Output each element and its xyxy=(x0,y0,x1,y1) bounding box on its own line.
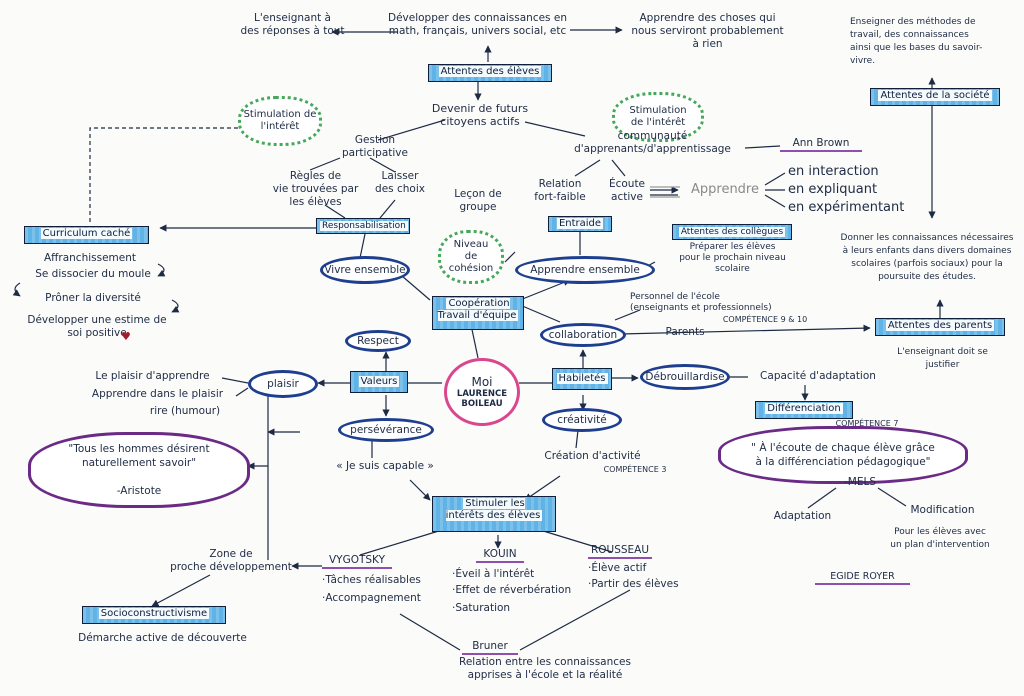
box-stimuler-interets: Stimuler les intérêts des élèves xyxy=(432,496,556,532)
box-entraide: Entraide xyxy=(548,216,612,232)
note-creation-activite: Création d'activité xyxy=(544,450,641,462)
kouin-item-2: ·Effet de réverbération xyxy=(452,584,572,596)
box-attentes-collegues: Attentes des collègues xyxy=(672,224,792,240)
rousseau-item-1: ·Élève actif xyxy=(588,562,647,574)
name-bruner: Bruner xyxy=(462,640,518,655)
vygotsky-item-2: ·Accompagnement xyxy=(322,592,421,604)
curr-item-2: Se dissocier du moule xyxy=(35,268,151,280)
oval-vivre-ensemble: Vivre ensemble xyxy=(320,256,410,284)
note-lecon-groupe: Leçon de groupe xyxy=(454,188,502,213)
curr-item-4: Développer une estime de soi positive xyxy=(27,314,167,339)
note-futurs-citoyens: Devenir de futurs citoyens actifs xyxy=(431,102,529,128)
note-relation-fort-faible: Relation fort-faible xyxy=(534,178,586,203)
heart-icon: ♥ xyxy=(121,330,131,343)
box-curriculum-cache: Curriculum caché xyxy=(24,226,149,244)
note-adaptation: Adaptation xyxy=(773,510,832,522)
rousseau-item-2: ·Partir des élèves xyxy=(588,578,679,590)
cloud-mels-quote: " À l'écoute de chaque élève grâce à la … xyxy=(718,426,968,484)
name-egide-royer: EGIDE ROYER xyxy=(815,570,910,585)
plaisir-item-3: rire (humour) xyxy=(149,405,221,417)
cloud-cohesion: Niveau de cohésion xyxy=(438,230,504,284)
box-attentes-societe: Attentes de la société xyxy=(870,88,1000,106)
note-demarche-active: Démarche active de découverte xyxy=(78,632,247,644)
note-competence-3: COMPÉTENCE 3 xyxy=(603,465,667,474)
note-en-experimentant: en expérimentant xyxy=(788,200,905,215)
note-relation-connaissances: Relation entre les connaissances apprise… xyxy=(459,656,631,681)
center-name-first: LAURENCE xyxy=(456,389,508,399)
plaisir-item-1: Le plaisir d'apprendre xyxy=(95,370,210,382)
note-preparer-eleves: Préparer les élèves pour le prochain niv… xyxy=(679,242,786,274)
note-enseignant-justifier: L'enseignant doit se justifier xyxy=(897,347,988,370)
box-attentes-parents: Attentes des parents xyxy=(875,318,1005,336)
note-gestion: Gestion participative xyxy=(342,134,408,159)
box-responsabilisation: Responsabilisation xyxy=(316,218,410,234)
center-moi: Moi LAURENCE BOILEAU xyxy=(444,358,520,426)
note-apprendre-choses: Apprendre des choses qui nous serviront … xyxy=(631,12,784,50)
curr-item-1: Affranchissement xyxy=(43,252,137,264)
box-socioconstructivisme: Socioconstructivisme xyxy=(82,606,226,624)
cloud-aristote-quote: "Tous les hommes désirent naturellement … xyxy=(28,432,250,508)
vygotsky-item-1: ·Tâches réalisables xyxy=(322,574,421,586)
note-developper-connaissances: Développer des connaissances en math, fr… xyxy=(388,12,567,37)
note-parents: Parents xyxy=(665,326,705,338)
name-kouin: KOUIN xyxy=(476,548,524,563)
name-rousseau: ROUSSEAU xyxy=(588,544,652,559)
cloud-stimulation-right: Stimulation de l'intérêt xyxy=(612,92,704,142)
note-competence-7: COMPÉTENCE 7 xyxy=(835,419,899,428)
box-habiletes: Habiletés xyxy=(552,368,612,390)
note-en-interaction: en interaction xyxy=(788,164,879,179)
name-ann-brown: Ann Brown xyxy=(780,137,862,152)
oval-collaboration: collaboration xyxy=(540,323,626,347)
curr-item-3: Prôner la diversité xyxy=(45,292,141,304)
name-vygotsky: VYGOTSKY xyxy=(322,554,392,569)
note-zone-developpement: Zone de proche développement xyxy=(170,548,292,573)
note-je-suis-capable: « Je suis capable » xyxy=(336,460,434,472)
note-personnel: Personnel de l'école (enseignants et pro… xyxy=(630,292,772,313)
box-valeurs: Valeurs xyxy=(350,371,408,393)
note-modification: Modification xyxy=(910,504,975,516)
note-mels: -MELS xyxy=(844,476,876,488)
cloud-stimulation-left: Stimulation de l'intérêt xyxy=(238,96,322,146)
note-apprendre: Apprendre xyxy=(690,182,759,197)
box-attentes-eleves: Attentes des élèves xyxy=(428,64,552,82)
aristote-quote-text: "Tous les hommes désirent naturellement … xyxy=(68,443,210,469)
note-competence-9-10: COMPÉTENCE 9 & 10 xyxy=(722,315,808,324)
oval-apprendre-ensemble: Apprendre ensemble xyxy=(515,256,655,284)
kouin-item-3: ·Saturation xyxy=(452,602,511,614)
note-donner-connaissances: Donner les connaissances nécessaires à l… xyxy=(840,233,1014,282)
oval-debrouillardise: Débrouillardise xyxy=(640,364,730,390)
center-moi-title: Moi xyxy=(471,375,493,389)
note-ecoute-active: Écoute active xyxy=(608,178,646,203)
note-en-expliquant: en expliquant xyxy=(788,182,878,197)
oval-creativite: créativité xyxy=(542,408,622,432)
note-enseigner-methodes: Enseigner des méthodes de travail, des c… xyxy=(850,17,983,66)
note-communaute: communauté d'apprenants/d'apprentissage xyxy=(574,130,731,155)
note-capacite-adaptation: Capacité d'adaptation xyxy=(760,370,876,382)
oval-perseverance: persévérance xyxy=(338,418,434,442)
oval-respect: Respect xyxy=(345,330,411,352)
kouin-item-1: ·Éveil à l'intérêt xyxy=(452,568,535,580)
box-differenciation: Différenciation xyxy=(755,401,853,419)
note-enseignant-reponses: L'enseignant à des réponses à tout xyxy=(240,12,345,37)
note-laisser: Laisser des choix xyxy=(375,170,425,195)
plaisir-item-2: Apprendre dans le plaisir xyxy=(91,388,224,400)
box-cooperation: Coopération Travail d'équipe xyxy=(432,296,524,330)
note-pour-eleves: Pour les élèves avec un plan d'intervent… xyxy=(890,527,990,550)
aristote-author: -Aristote xyxy=(116,485,162,497)
center-name-last: BOILEAU xyxy=(461,399,503,409)
oval-plaisir: plaisir xyxy=(248,370,318,398)
note-regles: Règles de vie trouvées par les élèves xyxy=(272,170,359,208)
